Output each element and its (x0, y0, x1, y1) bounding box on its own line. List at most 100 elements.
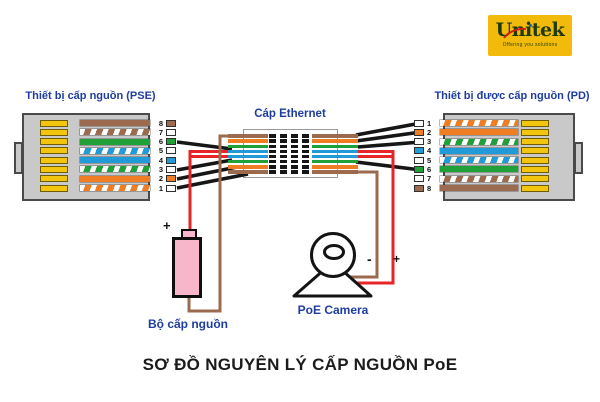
label-pd: Thiết bị được cấp nguồn (PD) (434, 90, 590, 102)
cable-dash (280, 154, 287, 159)
cable-dash (280, 170, 287, 174)
pin-number: 2 (158, 174, 163, 184)
pin-number: 5 (158, 146, 163, 156)
wire-end-blue (166, 156, 176, 164)
rj45-pin (521, 175, 549, 183)
wire-end-white-brown (414, 175, 424, 183)
pin-number: 8 (427, 183, 432, 193)
right-connector-tab (574, 142, 583, 174)
positive-wire-red (188, 150, 395, 285)
wire-end-green (166, 138, 176, 146)
wire-end-white-blue (166, 147, 176, 155)
connector-wire-white-orange (80, 185, 150, 192)
cable-dash (302, 134, 309, 138)
connector-wire-orange (80, 175, 150, 182)
connector-wire-white-blue (80, 147, 150, 154)
pin-number: 5 (427, 155, 432, 165)
cable-dash (269, 139, 276, 143)
connector-wire-green (80, 138, 150, 145)
cable-dash (280, 165, 287, 169)
rj45-pin (521, 184, 549, 192)
cable-dash (302, 160, 309, 164)
cable-dash (269, 170, 276, 174)
rj45-pin (521, 156, 549, 164)
cable-dash (291, 134, 298, 138)
power-supply-battery (172, 237, 202, 298)
pin-number: 6 (427, 164, 432, 174)
rj45-pin (521, 147, 549, 155)
rj45-pin (40, 138, 68, 146)
pin-number: 1 (158, 183, 163, 193)
pin-number: 7 (158, 127, 163, 137)
logo-tagline: Offering you solutions (502, 42, 558, 48)
wire-end-white-orange (166, 184, 176, 192)
cable-dash (280, 144, 287, 148)
pin-number: 3 (158, 164, 163, 174)
cable-dash (302, 165, 309, 169)
wire-end-white-green (166, 165, 176, 173)
cable-dash (302, 144, 309, 148)
connector-wire-white-green (440, 138, 518, 145)
cable-dash (269, 149, 276, 154)
cable-dash (291, 154, 298, 159)
camera-minus-sign: - (367, 251, 372, 267)
connector-wire-blue (440, 147, 518, 154)
cable-dash (269, 160, 276, 164)
pin-number: 8 (158, 118, 163, 128)
pin-number: 4 (158, 155, 163, 165)
poe-camera-drawing (292, 232, 373, 298)
rj45-pin (521, 165, 549, 173)
wire-end-white-orange (414, 119, 424, 127)
diagram-title: SƠ ĐỒ NGUYÊN LÝ CẤP NGUỒN PoE (142, 355, 458, 374)
rj45-pin (521, 128, 549, 136)
label-poe-camera: PoE Camera (297, 303, 369, 317)
wire-end-orange (166, 175, 176, 183)
camera-plus-sign: + (393, 252, 401, 266)
cable-dash (269, 134, 276, 138)
cable-dash (280, 139, 287, 143)
label-pse: Thiết bị cấp nguồn (PSE) (25, 90, 156, 102)
logo-name: Unitek (495, 19, 565, 41)
connector-wire-white-green (80, 166, 150, 173)
cable-dash (291, 165, 298, 169)
label-ethernet-cable: Cáp Ethernet (254, 108, 326, 120)
rj45-pin (40, 184, 68, 192)
wire-end-brown (414, 184, 424, 192)
cable-dash (269, 165, 276, 169)
pin-number: 3 (427, 137, 432, 147)
pin-number: 2 (427, 127, 432, 137)
cable-dash (302, 139, 309, 143)
wire-end-white-green (414, 138, 424, 146)
cable-dash (291, 160, 298, 164)
wire-end-orange (414, 128, 424, 136)
rj45-pin (40, 165, 68, 173)
wire-end-blue (414, 147, 424, 155)
pin-number: 7 (427, 174, 432, 184)
wire-end-green (414, 165, 424, 173)
cable-dash (280, 149, 287, 154)
rj45-pin (40, 175, 68, 183)
connector-wire-orange (440, 129, 518, 136)
pin-number: 1 (427, 118, 432, 128)
connector-wire-white-orange (440, 120, 518, 126)
wire-end-white-brown (166, 128, 176, 136)
cable-dash (291, 139, 298, 143)
label-power-supply: Bộ cấp nguồn (148, 317, 228, 331)
cable-dash (302, 170, 309, 174)
connector-wire-green (440, 166, 518, 173)
cable-dash (280, 134, 287, 138)
cable-dash-area (268, 131, 312, 176)
camera-base-triangle (292, 260, 373, 298)
rj45-pin (521, 138, 549, 146)
rj45-pin (40, 147, 68, 155)
rj45-pin (40, 119, 68, 127)
connector-wire-white-blue (440, 157, 518, 164)
cable-dash (280, 160, 287, 164)
logo-i-dot (529, 24, 532, 27)
connector-wire-white-brown (80, 129, 150, 136)
cable-dash (269, 144, 276, 148)
connector-wire-white-brown (440, 175, 518, 182)
cable-dash (291, 149, 298, 154)
